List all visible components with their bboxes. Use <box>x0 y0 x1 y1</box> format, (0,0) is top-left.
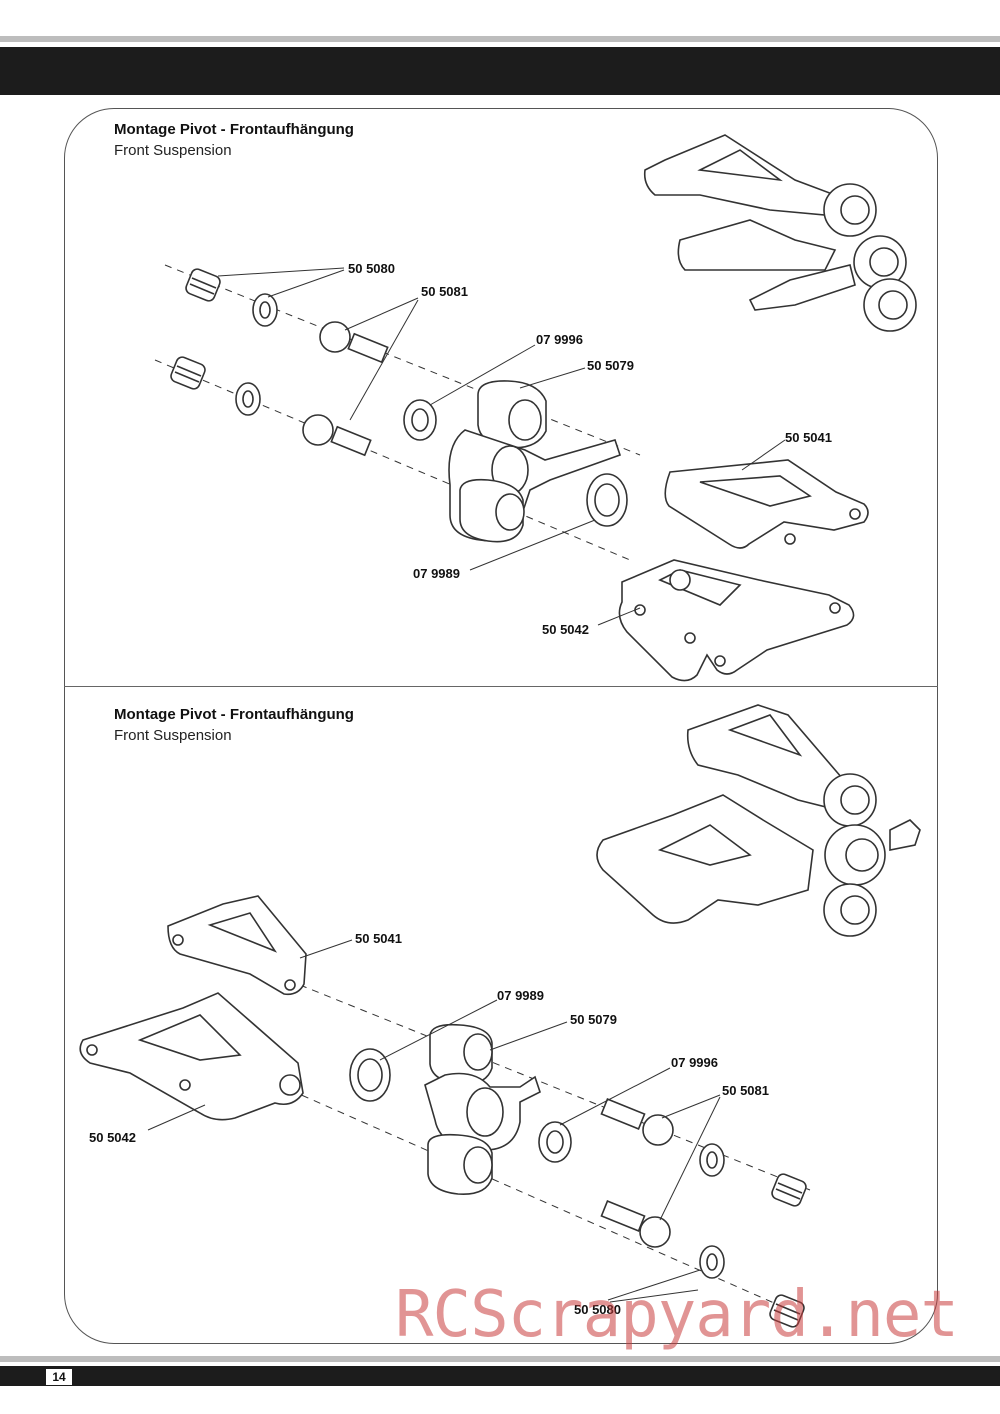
part-label-505042-top: 50 5042 <box>542 622 589 637</box>
bearing-large-top <box>586 473 628 527</box>
footer-black-band <box>0 1366 1000 1386</box>
part-label-505079-bottom: 50 5079 <box>570 1012 617 1027</box>
footer-grey-rule <box>0 1356 1000 1362</box>
lower-arm-bottom <box>79 992 304 1121</box>
section-subtitle-bottom: Front Suspension <box>114 727 232 744</box>
ball-stud-bottom-1 <box>600 1098 674 1146</box>
part-label-505081-bottom: 50 5081 <box>722 1083 769 1098</box>
section-title-bottom: Montage Pivot - Frontaufhängung <box>114 706 354 723</box>
part-label-079996-bottom: 07 9996 <box>671 1055 718 1070</box>
watermark-text: RCScrapyard.net <box>395 1278 959 1352</box>
bearing-large-bottom <box>349 1048 391 1102</box>
assembled-suspension-top <box>643 134 917 332</box>
grub-screw-bottom-2 <box>769 1294 805 1328</box>
lower-arm-top <box>618 559 855 682</box>
grub-screw-bottom-1 <box>771 1173 807 1207</box>
ball-stud-top-1 <box>319 321 389 364</box>
content-frame <box>64 108 938 1344</box>
section-divider <box>64 686 938 687</box>
leader-lines-bottom <box>147 939 721 1303</box>
ball-stud-top-2 <box>302 414 372 457</box>
part-label-079989-bottom: 07 9989 <box>497 988 544 1003</box>
part-label-505081-top: 50 5081 <box>421 284 468 299</box>
hub-carrier-top <box>448 380 622 543</box>
part-label-079989-top: 07 9989 <box>413 566 460 581</box>
upper-arm-top <box>664 459 869 549</box>
section-title-top: Montage Pivot - Frontaufhängung <box>114 121 354 138</box>
grub-screw-top-1 <box>185 268 221 302</box>
hub-carrier-bottom <box>424 1023 541 1195</box>
part-label-505041-bottom: 50 5041 <box>355 931 402 946</box>
assembly-axis-top <box>154 264 641 561</box>
upper-arm-bottom <box>167 895 307 996</box>
assembled-suspension-bottom <box>596 704 921 937</box>
ball-stud-bottom-2 <box>600 1200 671 1248</box>
part-label-505080-top: 50 5080 <box>348 261 395 276</box>
grub-screw-top-2 <box>170 356 206 390</box>
header-grey-rule <box>0 36 1000 42</box>
page-number: 14 <box>46 1369 72 1385</box>
part-label-505079-top: 50 5079 <box>587 358 634 373</box>
part-label-505041-top: 50 5041 <box>785 430 832 445</box>
bearing-small-top <box>403 399 437 441</box>
leader-lines-top <box>217 267 786 626</box>
bearing-small-bottom <box>538 1121 572 1163</box>
part-label-079996-top: 07 9996 <box>536 332 583 347</box>
part-label-505080-bottom: 50 5080 <box>574 1302 621 1317</box>
part-label-505042-bottom: 50 5042 <box>89 1130 136 1145</box>
section-subtitle-top: Front Suspension <box>114 142 232 159</box>
header-black-band <box>0 47 1000 95</box>
